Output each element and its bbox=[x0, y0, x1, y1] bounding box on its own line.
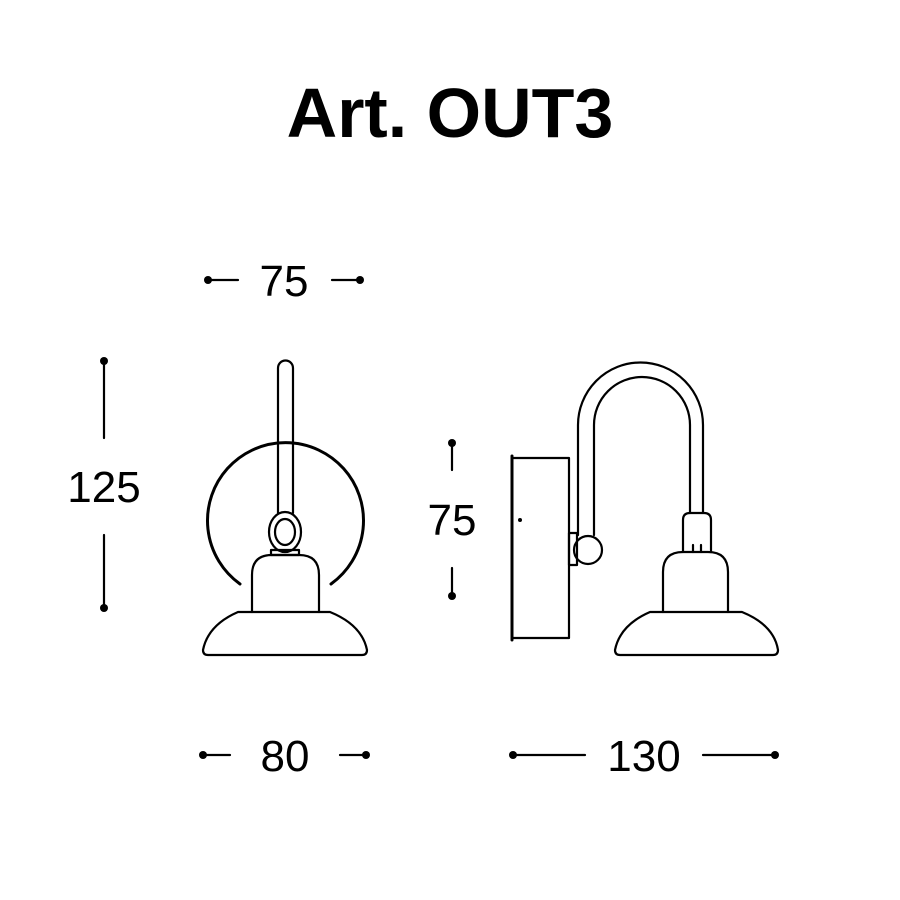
dimension-label: 125 bbox=[67, 463, 140, 512]
dimension-front-height: 125 bbox=[67, 357, 141, 612]
dimension-label: 130 bbox=[607, 732, 680, 781]
lamp-side-view bbox=[510, 361, 780, 657]
product-title: Art. OUT3 bbox=[287, 74, 614, 152]
dimension-front-bottom-width: 80 bbox=[199, 732, 370, 781]
dimension-label: 80 bbox=[261, 732, 310, 781]
dimension-label: 75 bbox=[260, 257, 309, 306]
dimension-side-base-height: 75 bbox=[428, 439, 477, 600]
lamp-front-view bbox=[201, 359, 369, 657]
dimension-side-depth: 130 bbox=[509, 732, 779, 781]
dimension-label: 75 bbox=[428, 496, 477, 545]
dimension-front-top-width: 75 bbox=[204, 257, 364, 306]
